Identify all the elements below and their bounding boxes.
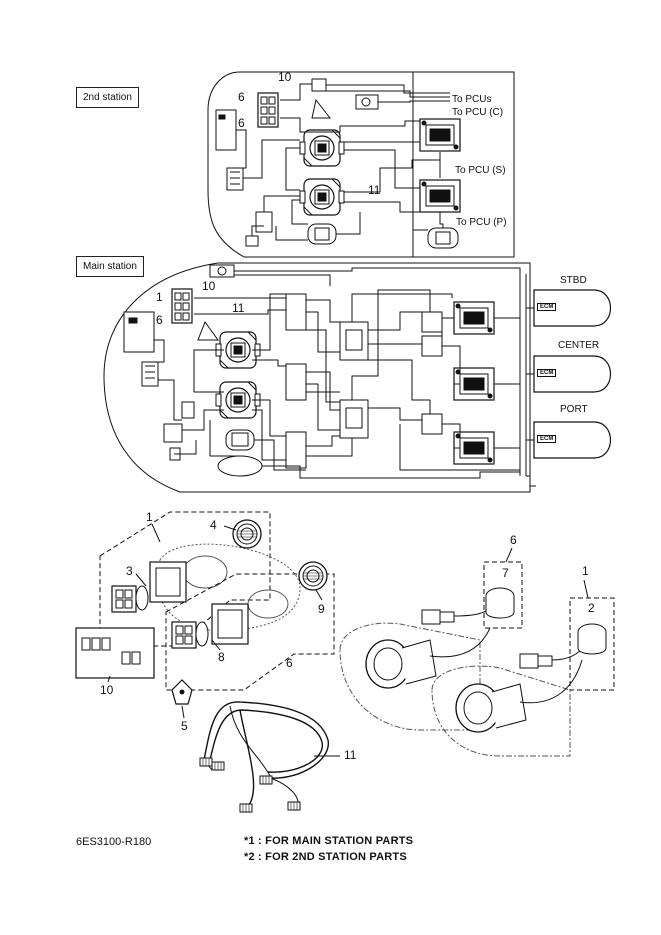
callout-part-3: 3 [126, 564, 133, 578]
footnote-second-station: *2 : FOR 2ND STATION PARTS [244, 851, 407, 863]
callout-top-10: 10 [278, 70, 292, 84]
callout-part-6-right: 6 [510, 533, 517, 547]
footnote-main-station: *1 : FOR MAIN STATION PARTS [244, 835, 414, 847]
callout-main-11: 11 [232, 301, 245, 315]
engine-label-stbd: STBD [560, 275, 587, 286]
dest-to-pcu-s: To PCU (S) [455, 165, 506, 176]
second-station-schematic [207, 71, 515, 258]
second-station-label: 2nd station [76, 87, 139, 108]
engine-label-center: CENTER [558, 340, 600, 351]
dest-to-pcu-p: To PCU (P) [456, 217, 507, 228]
callout-part-7: 7 [502, 566, 509, 580]
callout-part-4: 4 [210, 518, 217, 532]
callout-part-6-mid: 6 [286, 656, 293, 670]
dest-to-pcu-c: To PCU (C) [452, 107, 504, 118]
main-station-label: Main station [76, 256, 144, 277]
callout-part-1-right: 1 [582, 564, 589, 578]
callout-top-6b: 6 [238, 116, 245, 130]
callout-top-11: 11 [368, 183, 381, 197]
callout-main-1: 1 [156, 290, 163, 304]
ecm-stbd: ECM [537, 303, 557, 311]
ecm-port: ECM [537, 435, 557, 443]
dest-to-pcus: To PCUs [452, 94, 492, 105]
callout-part-9: 9 [318, 602, 325, 616]
callout-part-2: 2 [588, 601, 595, 615]
callout-part-1-left: 1 [146, 510, 153, 524]
callout-top-6a: 6 [238, 90, 245, 104]
callout-part-10: 10 [100, 683, 114, 697]
callout-part-8: 8 [218, 650, 225, 664]
callout-part-5: 5 [181, 719, 188, 733]
ecm-center: ECM [537, 369, 557, 377]
callout-main-6: 6 [156, 313, 163, 327]
callout-main-10: 10 [202, 279, 216, 293]
engine-label-port: PORT [560, 404, 588, 415]
parts-view [75, 511, 615, 813]
drawing-code: 6ES3100-R180 [76, 836, 152, 848]
callout-part-11: 11 [344, 748, 357, 762]
main-station-schematic [103, 262, 612, 493]
